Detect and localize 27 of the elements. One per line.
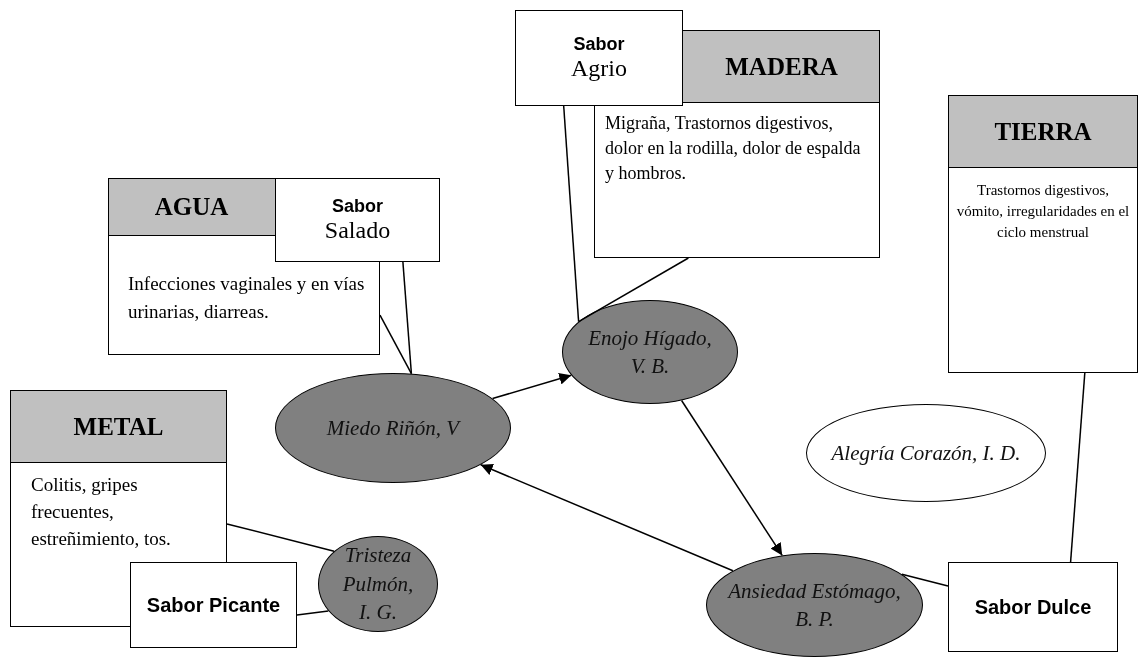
element-title: AGUA xyxy=(154,193,229,221)
taste-text: Sabor Picante xyxy=(146,593,281,617)
symptom-text: Colitis, gripes frecuentes, estreñimiento, tos. xyxy=(30,473,172,551)
arrow xyxy=(479,463,734,572)
emotion-text: Ansiedad Estómago, B. P. xyxy=(726,577,902,633)
callout-label: Sabor xyxy=(573,33,625,55)
element-card xyxy=(948,95,1138,373)
callout-box xyxy=(275,178,440,262)
element-title: TIERRA xyxy=(994,117,1092,146)
element-title: MADERA xyxy=(725,52,838,81)
emotion-text: Enojo Hígado, V. B. xyxy=(587,324,713,380)
callout-label: Sabor xyxy=(332,195,383,217)
symptom-text: Migraña, Trastornos digestivos, dolor en la rodilla, dolor de espalda y hombros. xyxy=(604,112,862,185)
taste-text: Sabor Dulce xyxy=(974,595,1092,619)
callout-box xyxy=(948,562,1118,652)
taste-text: Salado xyxy=(324,216,391,245)
callout-box xyxy=(130,562,297,648)
taste-text: Agrio xyxy=(571,54,627,83)
symptom-text: Infecciones vaginales y en vías urinarias, diarreas. xyxy=(127,272,366,324)
emotion-text: Alegría Corazón, I. D. xyxy=(831,439,1021,467)
arrow xyxy=(680,399,783,557)
element-title: METAL xyxy=(73,412,164,441)
emotion-text: Miedo Riñón, V xyxy=(326,414,460,442)
arrow xyxy=(491,372,573,400)
symptom-text: Trastornos digestivos, vómito, irregularidades en el ciclo menstrual xyxy=(955,181,1131,242)
callout-box xyxy=(515,10,683,106)
emotion-text: Tristeza Pulmón, I. G. xyxy=(341,542,415,627)
